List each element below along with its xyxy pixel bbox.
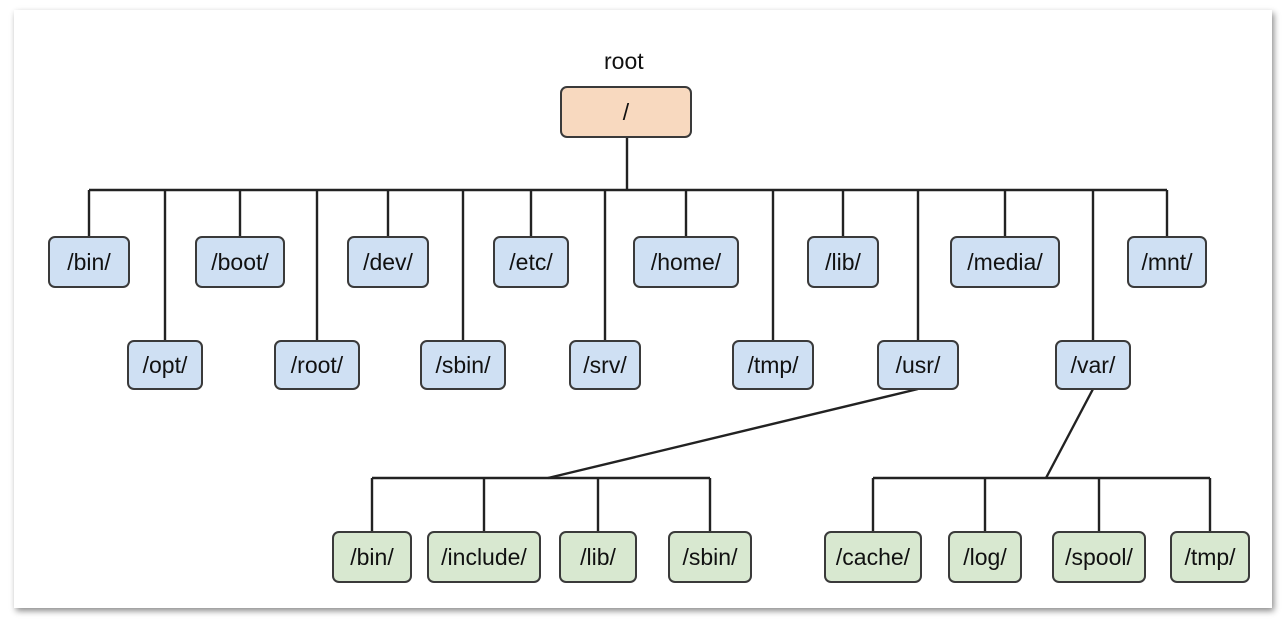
dir-var: /var/ <box>1055 340 1131 390</box>
root-node: / <box>560 86 692 138</box>
dir-var-log: /log/ <box>948 531 1022 583</box>
dir-mnt: /mnt/ <box>1127 236 1207 288</box>
dir-media: /media/ <box>950 236 1060 288</box>
dir-var-cache: /cache/ <box>824 531 922 583</box>
dir-home: /home/ <box>633 236 739 288</box>
dir-lib: /lib/ <box>807 236 879 288</box>
dir-usr-include: /include/ <box>427 531 541 583</box>
dir-root: /root/ <box>274 340 360 390</box>
dir-usr: /usr/ <box>877 340 959 390</box>
dir-var-spool: /spool/ <box>1052 531 1146 583</box>
dir-usr-lib: /lib/ <box>559 531 637 583</box>
dir-etc: /etc/ <box>493 236 569 288</box>
root-caption: root <box>604 48 644 74</box>
dir-usr-sbin: /sbin/ <box>668 531 752 583</box>
dir-sbin: /sbin/ <box>420 340 506 390</box>
dir-srv: /srv/ <box>569 340 641 390</box>
dir-opt: /opt/ <box>127 340 203 390</box>
dir-bin: /bin/ <box>48 236 130 288</box>
dir-var-tmp: /tmp/ <box>1170 531 1250 583</box>
dir-dev: /dev/ <box>347 236 429 288</box>
dir-boot: /boot/ <box>195 236 285 288</box>
dir-usr-bin: /bin/ <box>332 531 412 583</box>
dir-tmp: /tmp/ <box>732 340 814 390</box>
